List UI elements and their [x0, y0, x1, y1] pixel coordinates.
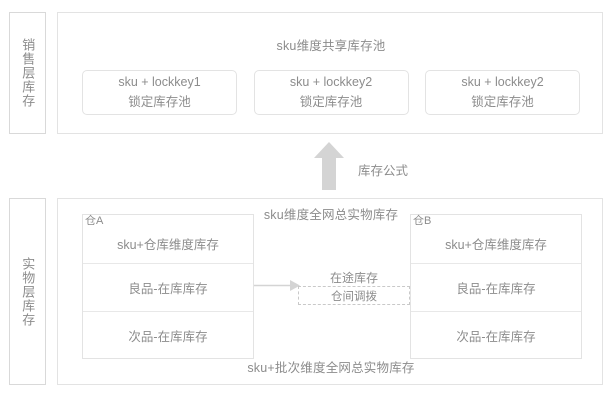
warehouse-b-tag: 仓B [413, 215, 432, 227]
warehouse-b-cell-sku: sku+仓库维度库存 [445, 238, 547, 252]
inventory-formula-label: 库存公式 [358, 164, 409, 178]
right-arrow-icon-a-to-transit [254, 279, 300, 292]
lock-pool-card-2-key: sku + lockkey2 [289, 75, 373, 90]
physical-layer-rail: 实物层库存 [9, 198, 46, 385]
lock-pool-card-1[interactable]: sku + lockkey1 锁定库存池 [82, 70, 237, 115]
lock-pool-card-3-desc: 锁定库存池 [471, 94, 534, 109]
warehouse-b-box: 仓B sku+仓库维度库存 良品-在库库存 次品-在库库存 [410, 214, 582, 359]
up-arrow-icon [314, 142, 344, 190]
physical-layer-panel-title: sku维度全网总实物库存 [263, 208, 399, 222]
sales-layer-panel: sku维度共享库存池 sku + lockkey1 锁定库存池 sku + lo… [57, 12, 603, 134]
warehouse-a-box: 仓A sku+仓库维度库存 良品-在库库存 次品-在库库存 [82, 214, 254, 359]
inter-warehouse-transfer-box[interactable]: 仓间调拨 [298, 286, 410, 305]
lock-pool-card-3[interactable]: sku + lockkey2 锁定库存池 [425, 70, 580, 115]
lock-pool-row: sku + lockkey1 锁定库存池 sku + lockkey2 锁定库存… [82, 70, 580, 115]
warehouse-a-cell-good: 良品-在库库存 [83, 263, 253, 311]
in-transit-inventory-group: 在途库存 仓间调拨 [298, 269, 410, 305]
warehouse-b-cell-good: 良品-在库库存 [411, 263, 581, 311]
warehouse-a-cell-sku: sku+仓库维度库存 [117, 238, 219, 252]
physical-layer-rail-label: 实物层库存 [20, 256, 36, 327]
lock-pool-card-3-key: sku + lockkey2 [461, 75, 544, 90]
warehouse-a-tag: 仓A [85, 215, 104, 227]
lock-pool-card-2[interactable]: sku + lockkey2 锁定库存池 [253, 70, 409, 115]
in-transit-inventory-label: 在途库存 [329, 271, 378, 285]
physical-layer-panel: sku维度全网总实物库存 仓A sku+仓库维度库存 良品-在库库存 次品-在库… [57, 198, 603, 385]
sales-layer-rail: 销售层库存 [9, 12, 46, 134]
sales-layer-rail-label: 销售层库存 [20, 38, 36, 108]
lock-pool-card-1-key: sku + lockkey1 [118, 75, 201, 90]
warehouse-b-cell-defect: 次品-在库库存 [411, 311, 581, 359]
lock-pool-card-1-desc: 锁定库存池 [128, 94, 191, 109]
warehouse-a-cell-defect: 次品-在库库存 [83, 311, 253, 359]
lock-pool-card-2-desc: 锁定库存池 [299, 94, 363, 109]
sales-layer-panel-title: sku维度共享库存池 [276, 39, 386, 53]
physical-layer-panel-subtitle: sku+批次维度全网总实物库存 [247, 361, 415, 375]
